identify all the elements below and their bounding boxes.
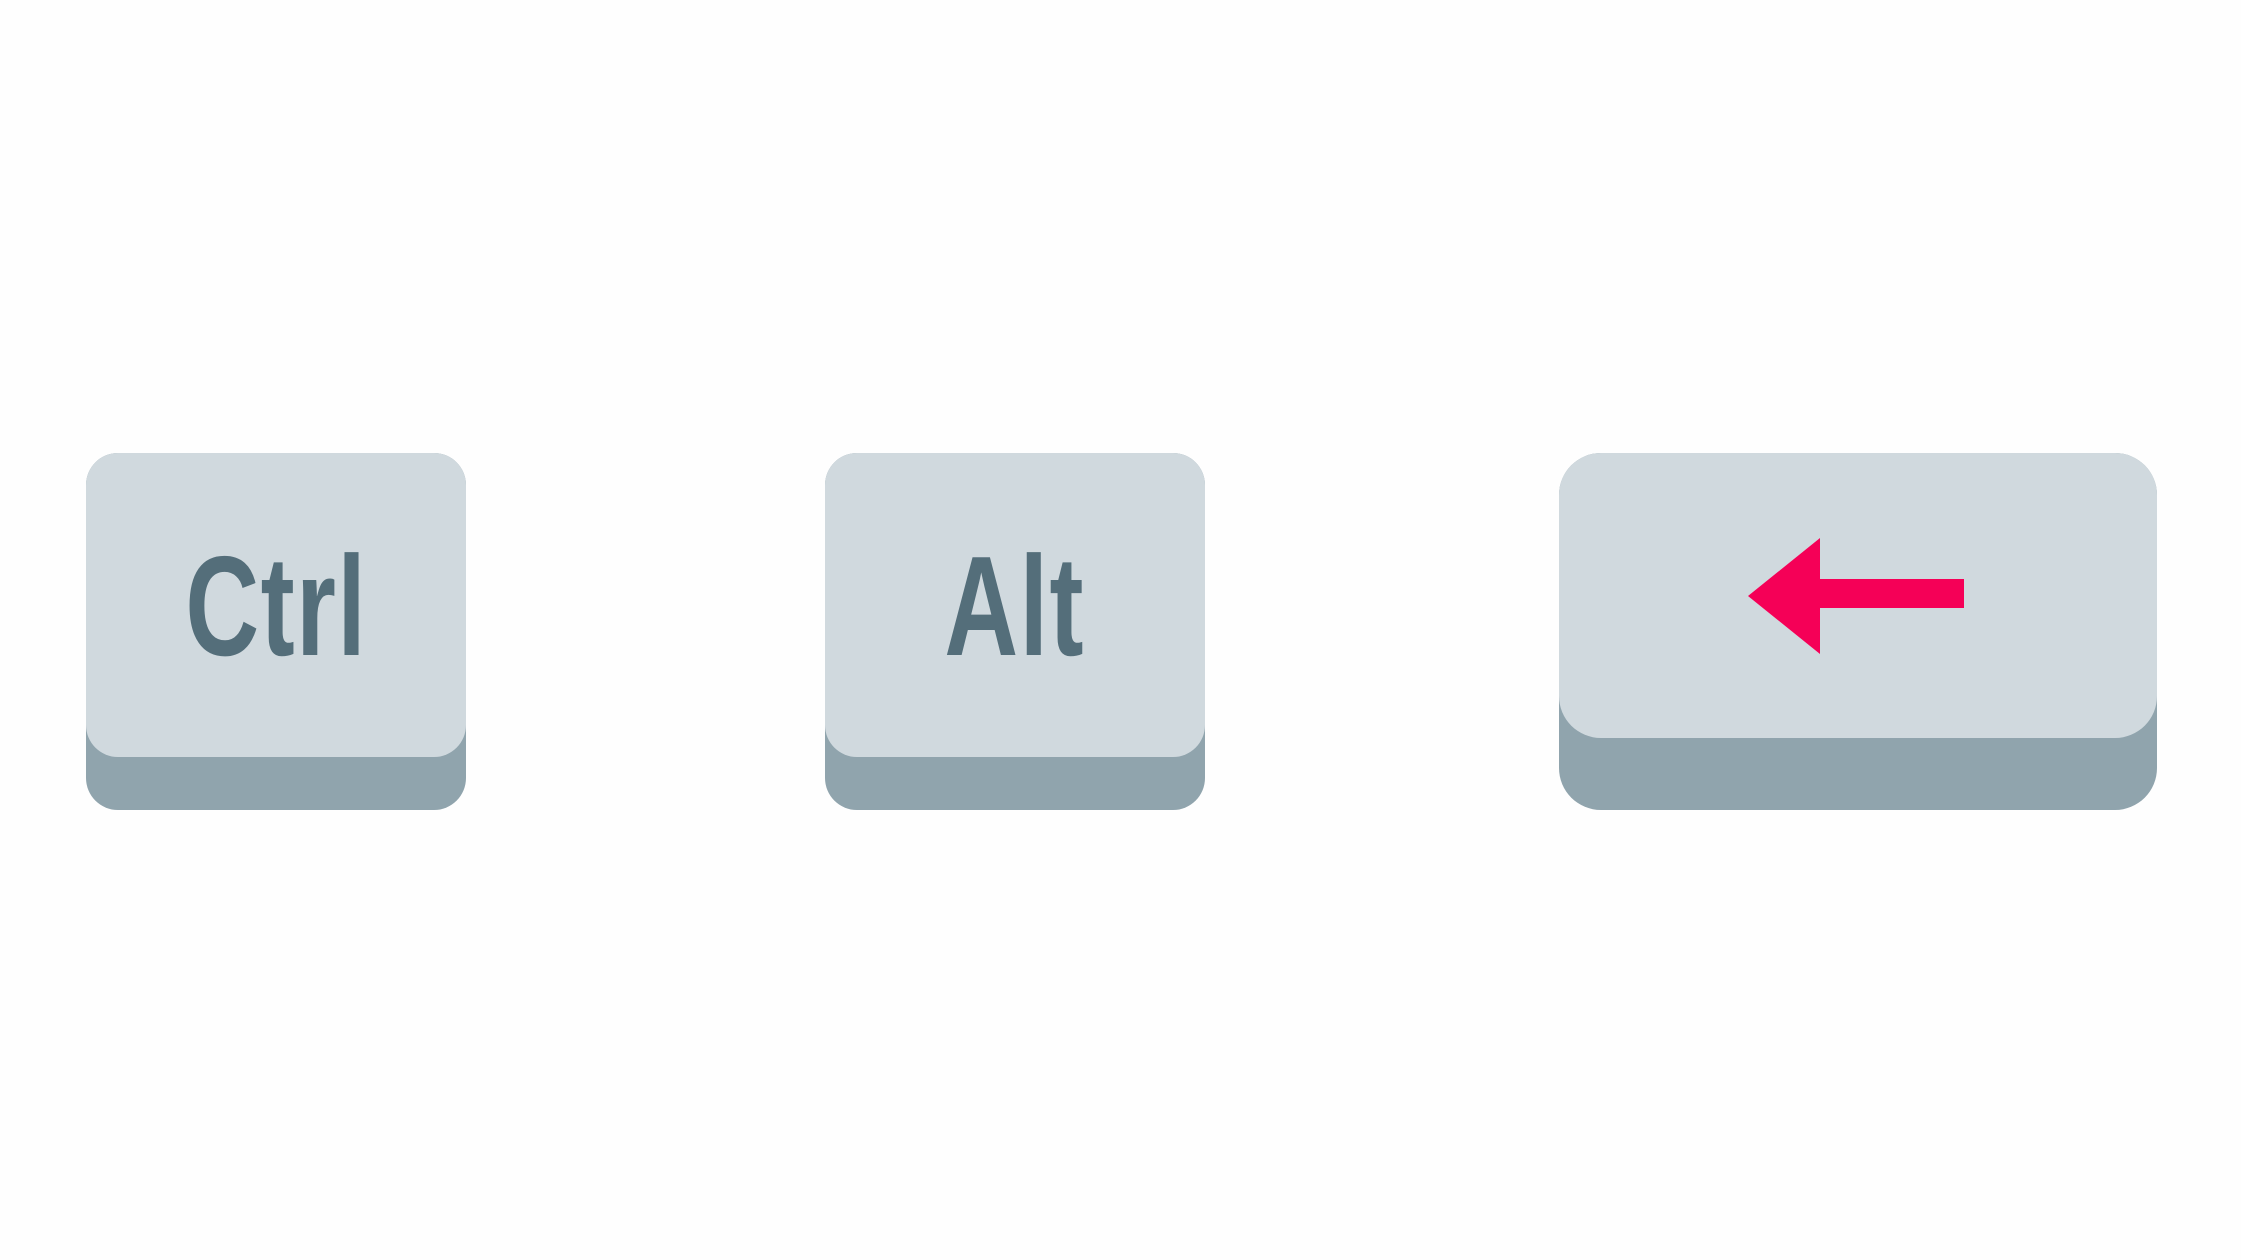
left-arrow-icon-shape (1748, 537, 1964, 654)
alt-key-label: Alt (944, 527, 1086, 686)
backspace-key-cap (1559, 453, 2157, 738)
alt-key-cap: Alt (825, 453, 1205, 757)
ctrl-key-cap: Ctrl (86, 453, 466, 757)
backspace-key (1559, 453, 2157, 810)
ctrl-key: Ctrl (86, 453, 466, 810)
left-arrow-icon (1748, 537, 1964, 654)
ctrl-key-label: Ctrl (185, 527, 367, 686)
alt-key: Alt (825, 453, 1205, 810)
